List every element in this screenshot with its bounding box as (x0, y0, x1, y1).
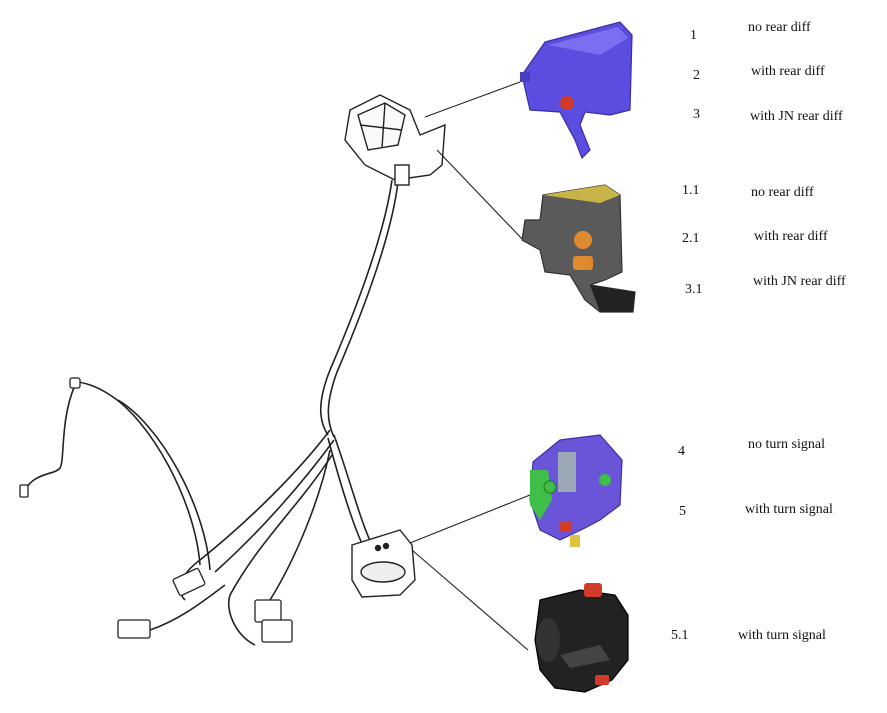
legend-num-4: 4 (678, 444, 685, 459)
purple-switch-image (529, 434, 623, 547)
legend-num-5: 5 (679, 504, 686, 519)
legend-text-1: no rear diff (748, 20, 811, 35)
legend-num-5-1: 5.1 (671, 628, 689, 643)
legend-num-3-1: 3.1 (685, 282, 703, 297)
legend-num-1: 1 (690, 28, 697, 43)
blue-throttle-image (520, 21, 633, 160)
switch-housing-drawing (351, 529, 416, 598)
gray-throttle-image (521, 184, 636, 313)
legend-num-2-1: 2.1 (682, 231, 700, 246)
legend-text-2: with rear diff (751, 64, 825, 79)
legend-num-3: 3 (693, 107, 700, 122)
harness-connectors (19, 377, 293, 643)
legend-text-4: no turn signal (748, 437, 825, 452)
legend-text-3-1: with JN rear diff (753, 274, 846, 289)
legend-text-2-1: with rear diff (754, 229, 828, 244)
legend-text-5-1: with turn signal (738, 628, 826, 643)
wiring-harness (24, 179, 399, 646)
legend-text-1-1: no rear diff (751, 185, 814, 200)
throttle-housing-drawing (344, 94, 446, 186)
legend-num-1-1: 1.1 (682, 183, 700, 198)
legend-text-5: with turn signal (745, 502, 833, 517)
leader-lines (409, 81, 531, 651)
legend-text-3: with JN rear diff (750, 109, 843, 124)
legend-num-2: 2 (693, 68, 700, 83)
black-switch-image (534, 583, 629, 693)
